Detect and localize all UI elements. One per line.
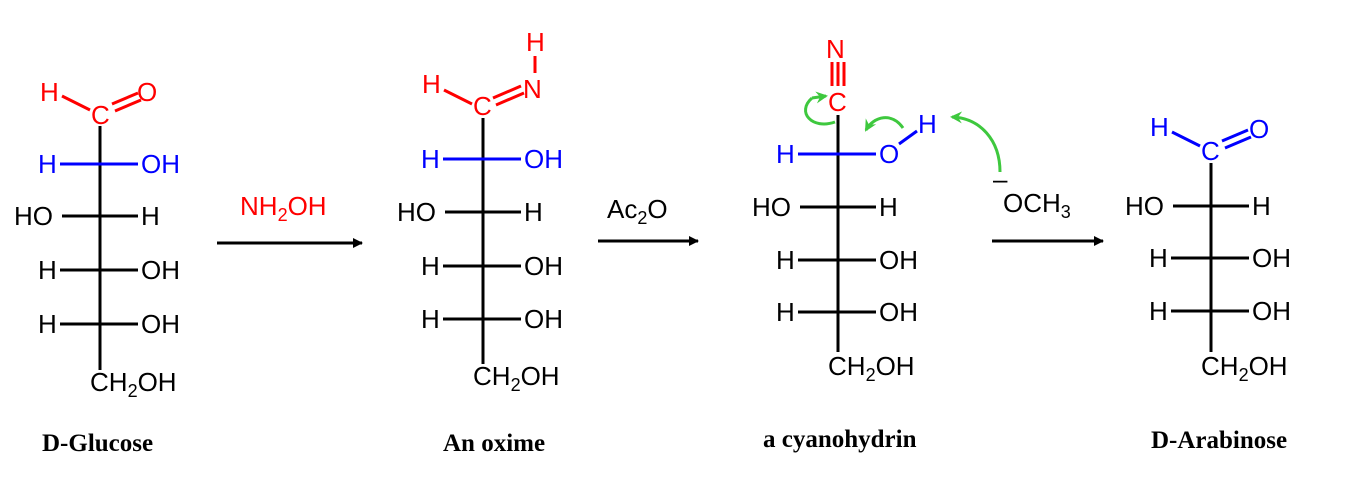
bond-o-h xyxy=(898,129,918,146)
electron-arrow xyxy=(804,96,836,126)
bond-c-n-double-1 xyxy=(492,84,522,100)
reagent-label: NH2OH xyxy=(240,191,327,225)
atom-o: O xyxy=(137,77,157,107)
atom-h: H xyxy=(1150,112,1169,142)
bond-c-o-double-2 xyxy=(114,98,142,113)
cyanohydrin-structure: N C H O H HO H H OH H OH CH2OH a cyanohy… xyxy=(752,34,1002,453)
atom-c: C xyxy=(828,87,847,117)
bond-c-o-double-2 xyxy=(1224,135,1252,150)
bond-c-n-double-2 xyxy=(495,91,525,107)
electron-arrow xyxy=(864,116,905,132)
bond-h-c xyxy=(443,88,473,106)
atom-h: H xyxy=(776,139,795,169)
reaction-step-2: Ac2O xyxy=(598,194,699,246)
bond-h-c xyxy=(1171,130,1201,148)
atom-oh: OH xyxy=(141,149,180,179)
atom-oh: OH xyxy=(141,255,180,285)
reaction-step-1: NH2OH xyxy=(217,191,363,248)
atom-h: H xyxy=(38,309,57,339)
atom-h: H xyxy=(1252,191,1271,221)
atom-oh: OH xyxy=(141,309,180,339)
atom-oh: OH xyxy=(1252,296,1291,326)
compound-name: An oxime xyxy=(443,430,545,457)
atom-o: O xyxy=(879,139,899,169)
atom-h: H xyxy=(526,27,545,57)
group-ch2oh: CH2OH xyxy=(473,361,560,395)
reagent-label: OCH3 xyxy=(1003,188,1071,222)
atom-h: H xyxy=(422,69,441,99)
compound-name: a cyanohydrin xyxy=(763,426,917,453)
atom-oh: OH xyxy=(1252,243,1291,273)
atom-oh: OH xyxy=(524,144,563,174)
compound-name: D-Arabinose xyxy=(1151,427,1287,454)
atom-h: H xyxy=(421,144,440,174)
group-ch2oh: CH2OH xyxy=(90,367,177,401)
atom-ho: HO xyxy=(752,192,791,222)
atom-n: N xyxy=(523,74,542,104)
group-ch2oh: CH2OH xyxy=(1201,351,1288,385)
atom-h: H xyxy=(918,109,937,139)
bond-h-c xyxy=(61,94,91,112)
atom-h: H xyxy=(1149,296,1168,326)
atom-oh: OH xyxy=(879,245,918,275)
atom-h: H xyxy=(421,251,440,281)
group-ch2oh: CH2OH xyxy=(828,351,915,385)
atom-n: N xyxy=(826,34,845,64)
reagent-label: Ac2O xyxy=(607,194,668,228)
oxime-structure: H N H C H OH HO H H OH H OH CH2OH An oxi… xyxy=(397,27,563,457)
reaction-step-3: – OCH3 xyxy=(992,164,1104,246)
arrowhead xyxy=(811,91,828,104)
atom-h: H xyxy=(1149,243,1168,273)
atom-h: H xyxy=(524,197,543,227)
atom-oh: OH xyxy=(879,297,918,327)
atom-h: H xyxy=(879,192,898,222)
d-arabinose-structure: H C O HO H H OH H OH CH2OH D-Arabinose xyxy=(1125,112,1291,454)
atom-ho: HO xyxy=(1125,191,1164,221)
electron-arrow xyxy=(950,111,1002,173)
atom-c: C xyxy=(473,91,492,121)
atom-o: O xyxy=(1249,114,1269,144)
atom-c: C xyxy=(1201,136,1220,166)
compound-name: D-Glucose xyxy=(42,430,153,457)
atom-ho: HO xyxy=(14,201,53,231)
atom-c: C xyxy=(91,100,110,130)
atom-h: H xyxy=(776,245,795,275)
bond-c-o-double-1 xyxy=(111,91,139,106)
atom-h: H xyxy=(776,297,795,327)
bond-c-o-double-1 xyxy=(1221,128,1249,143)
atom-h: H xyxy=(40,77,59,107)
atom-h: H xyxy=(38,149,57,179)
atom-h: H xyxy=(38,255,57,285)
charge-label: – xyxy=(993,164,1008,194)
atom-oh: OH xyxy=(524,251,563,281)
d-glucose-structure: H C O H OH HO H H OH H OH CH2OH D-Glucos… xyxy=(14,77,180,457)
atom-h: H xyxy=(421,304,440,334)
atom-oh: OH xyxy=(524,304,563,334)
atom-h: H xyxy=(141,201,160,231)
atom-ho: HO xyxy=(397,197,436,227)
